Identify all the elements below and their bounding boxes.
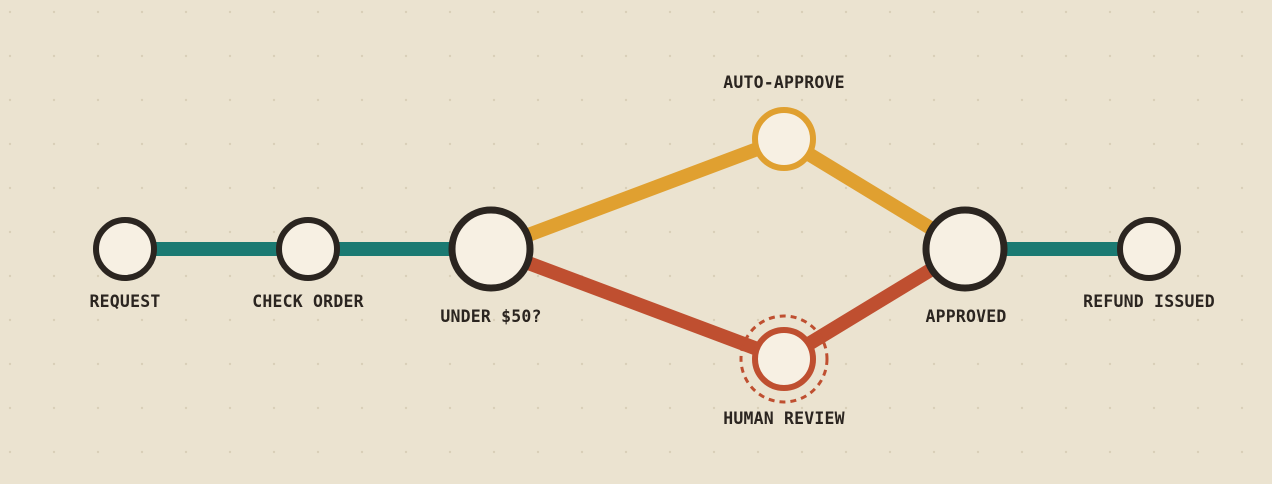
node-auto-approve-circle [752, 107, 816, 171]
node-check-order-label: CHECK ORDER [252, 292, 363, 311]
node-human-review[interactable]: HUMAN REVIEW [723, 314, 845, 428]
node-approved-label: APPROVED [925, 307, 1006, 326]
node-refund-issued-label: REFUND ISSUED [1083, 292, 1215, 311]
node-human-review-circle [752, 327, 816, 391]
node-human-review-label: HUMAN REVIEW [723, 409, 845, 428]
node-under-50-label: UNDER $50? [440, 307, 541, 326]
node-request-circle [93, 217, 157, 281]
node-request[interactable]: REQUEST [90, 217, 161, 311]
node-check-order[interactable]: CHECK ORDER [252, 217, 364, 311]
edge-under-50-human-review [488, 242, 787, 366]
node-check-order-circle [276, 217, 340, 281]
node-refund-issued[interactable]: REFUND ISSUED [1083, 217, 1215, 311]
edge-under-50-auto-approve [488, 132, 787, 256]
node-approved[interactable]: APPROVED [922, 206, 1008, 326]
node-auto-approve[interactable]: AUTO-APPROVE [723, 73, 845, 171]
node-request-label: REQUEST [90, 292, 161, 311]
node-auto-approve-label: AUTO-APPROVE [723, 73, 845, 92]
node-human-review-dashed-ring [739, 314, 829, 404]
node-refund-issued-circle [1117, 217, 1181, 281]
node-under-50[interactable]: UNDER $50? [440, 206, 541, 326]
node-under-50-circle [448, 206, 534, 292]
node-approved-circle [922, 206, 1008, 292]
